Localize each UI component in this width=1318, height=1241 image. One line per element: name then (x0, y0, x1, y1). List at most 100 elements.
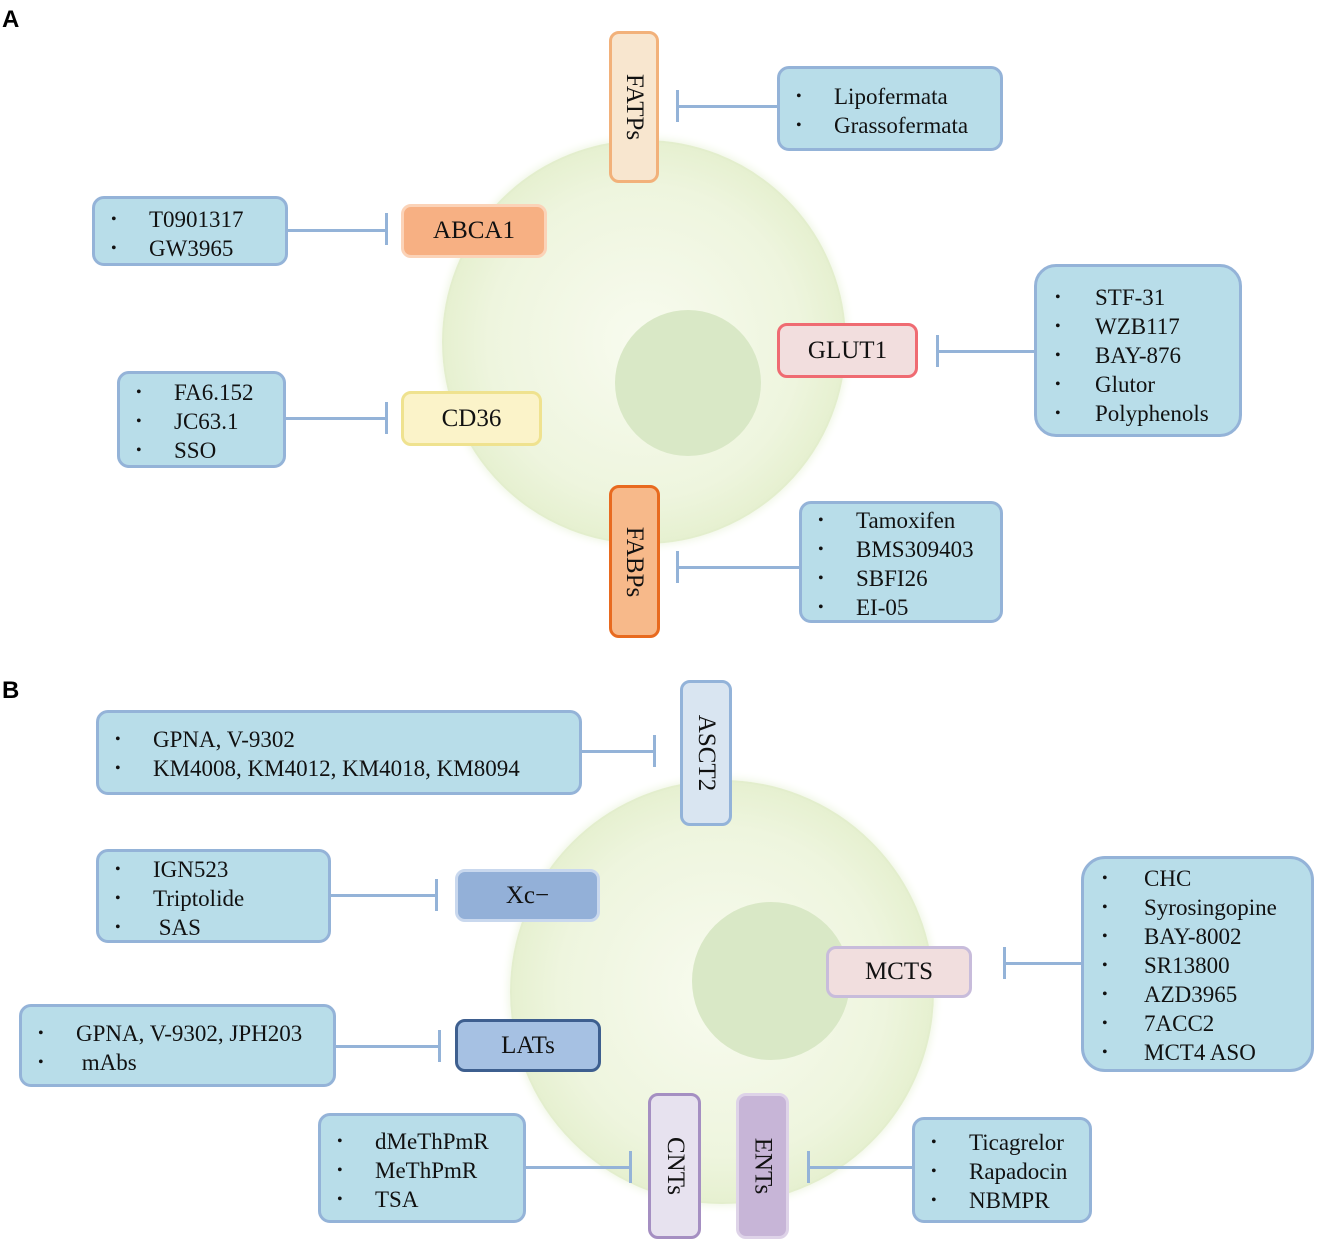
inhibitor-box-mcts: •CHC •Syrosingopine •BAY-8002 •SR13800 •… (1081, 856, 1314, 1072)
list-item: •NBMPR (931, 1188, 1050, 1213)
list-item: •Ticagrelor (931, 1130, 1064, 1155)
list-item: • SAS (115, 915, 201, 940)
list-item: •dMeThPmR (337, 1129, 489, 1154)
list-item: •JC63.1 (136, 409, 239, 434)
list-item: •Glutor (1055, 372, 1156, 397)
inhibitor-box-cd36: •FA6.152 •JC63.1 •SSO (117, 371, 286, 468)
inhibitor-list-glut1: •STF-31 •WZB117 •BAY-876 •Glutor •Polyph… (1055, 283, 1239, 428)
list-item: •CHC (1102, 866, 1192, 891)
inhibit-bar-glut1 (936, 335, 939, 367)
inhibitor-box-asct2: •GPNA, V-9302 •KM4008, KM4012, KM4018, K… (96, 710, 582, 795)
transporter-glut1-label: GLUT1 (807, 336, 888, 364)
inhibitor-box-xc: •IGN523 •Triptolide • SAS (96, 849, 331, 943)
inhibitor-list-cd36: •FA6.152 •JC63.1 •SSO (136, 378, 283, 465)
list-item: • mAbs (38, 1050, 137, 1075)
list-item: •GPNA, V-9302 (115, 727, 295, 752)
list-item: •GW3965 (111, 236, 234, 261)
list-item: •MeThPmR (337, 1158, 478, 1183)
list-item: •STF-31 (1055, 285, 1166, 310)
list-item: •BAY-8002 (1102, 924, 1242, 949)
list-item: •AZD3965 (1102, 982, 1238, 1007)
transporter-fabps: FABPs (609, 485, 660, 638)
list-item: •EI-05 (818, 595, 909, 620)
inhibitor-list-asct2: •GPNA, V-9302 •KM4008, KM4012, KM4018, K… (115, 725, 579, 783)
inhibitor-box-fatps: •Lipofermata •Grassofermata (777, 66, 1003, 151)
list-item: •GPNA, V-9302, JPH203 (38, 1021, 303, 1046)
list-item: •Polyphenols (1055, 401, 1209, 426)
list-item: •Rapadocin (931, 1159, 1068, 1184)
list-item: •IGN523 (115, 857, 229, 882)
list-item: •7ACC2 (1102, 1011, 1215, 1036)
inhibit-bar-mcts (1003, 947, 1006, 979)
transporter-mcts: MCTS (826, 946, 972, 998)
list-item: •MCT4 ASO (1102, 1040, 1256, 1065)
inhibitor-box-cnts: •dMeThPmR •MeThPmR •TSA (318, 1113, 526, 1223)
inhibitor-box-glut1: •STF-31 •WZB117 •BAY-876 •Glutor •Polyph… (1034, 264, 1242, 437)
transporter-cd36: CD36 (401, 391, 542, 446)
transporter-xc: Xc− (455, 869, 600, 922)
inhibitor-box-ents: •Ticagrelor •Rapadocin •NBMPR (912, 1117, 1092, 1223)
inhibit-bar-abca1 (385, 213, 388, 245)
inhibitor-list-mcts: •CHC •Syrosingopine •BAY-8002 •SR13800 •… (1102, 864, 1311, 1067)
inhibit-line-mcts (1005, 962, 1082, 965)
transporter-cnts: CNTs (648, 1093, 701, 1239)
transporter-xc-label: Xc− (505, 881, 550, 909)
transporter-cnts-label: CNTs (661, 1137, 689, 1195)
list-item: •Lipofermata (796, 84, 948, 109)
transporter-fatps: FATPs (609, 31, 659, 183)
inhibit-line-cnts (525, 1166, 631, 1169)
panel-a-label: A (2, 6, 20, 33)
inhibit-line-cd36 (285, 417, 387, 420)
list-item: •T0901317 (111, 207, 244, 232)
transporter-asct2-label: ASCT2 (693, 714, 720, 792)
inhibitor-list-fatps: •Lipofermata •Grassofermata (796, 82, 1000, 140)
list-item: •Triptolide (115, 886, 245, 911)
inhibit-line-fabps (678, 566, 800, 569)
list-item: •WZB117 (1055, 314, 1180, 339)
transporter-glut1: GLUT1 (777, 323, 918, 378)
list-item: •TSA (337, 1187, 419, 1212)
inhibit-line-lats (335, 1045, 440, 1048)
transporter-ents: ENTs (736, 1093, 789, 1239)
transporter-mcts-label: MCTS (864, 958, 934, 985)
transporter-fabps-label: FABPs (621, 526, 649, 597)
inhibit-bar-lats (438, 1030, 441, 1062)
transporter-ents-label: ENTs (749, 1137, 777, 1195)
inhibitor-list-xc: •IGN523 •Triptolide • SAS (115, 855, 328, 942)
inhibitor-box-fabps: •Tamoxifen •BMS309403 •SBFI26 •EI-05 (799, 501, 1003, 623)
inhibit-bar-asct2 (653, 735, 656, 767)
inhibitor-list-abca1: •T0901317 •GW3965 (111, 205, 285, 263)
inhibitor-box-lats: •GPNA, V-9302, JPH203 • mAbs (19, 1004, 336, 1087)
list-item: •SBFI26 (818, 566, 928, 591)
inhibit-bar-fabps (676, 551, 679, 583)
list-item: •Grassofermata (796, 113, 969, 138)
inhibit-bar-fatps (676, 90, 679, 122)
transporter-lats: LATs (455, 1019, 601, 1072)
transporter-lats-label: LATs (501, 1031, 555, 1059)
inhibitor-list-cnts: •dMeThPmR •MeThPmR •TSA (337, 1127, 523, 1214)
inhibit-line-glut1 (938, 350, 1035, 353)
nucleus-a (615, 310, 761, 456)
transporter-abca1: ABCA1 (401, 204, 547, 258)
list-item: •BAY-876 (1055, 343, 1182, 368)
inhibitor-box-abca1: •T0901317 •GW3965 (92, 196, 288, 266)
inhibit-line-asct2 (581, 750, 655, 753)
transporter-cd36-label: CD36 (441, 404, 502, 432)
inhibit-line-xc (330, 894, 437, 897)
inhibit-bar-xc (435, 879, 438, 911)
list-item: •SR13800 (1102, 953, 1230, 978)
list-item: •KM4008, KM4012, KM4018, KM8094 (115, 756, 520, 781)
panel-b-label: B (2, 677, 20, 704)
inhibit-line-ents (809, 1166, 913, 1169)
inhibit-line-fatps (678, 105, 778, 108)
inhibit-bar-cnts (629, 1151, 632, 1183)
inhibitor-list-lats: •GPNA, V-9302, JPH203 • mAbs (38, 1019, 333, 1077)
inhibit-bar-cd36 (385, 402, 388, 434)
list-item: •BMS309403 (818, 537, 974, 562)
nucleus-b (692, 902, 850, 1060)
transporter-fatps-label: FATPs (621, 73, 648, 141)
inhibit-bar-ents (807, 1151, 810, 1183)
transporter-asct2: ASCT2 (680, 680, 732, 826)
inhibitor-list-fabps: •Tamoxifen •BMS309403 •SBFI26 •EI-05 (818, 506, 1000, 622)
inhibit-line-abca1 (287, 229, 387, 232)
